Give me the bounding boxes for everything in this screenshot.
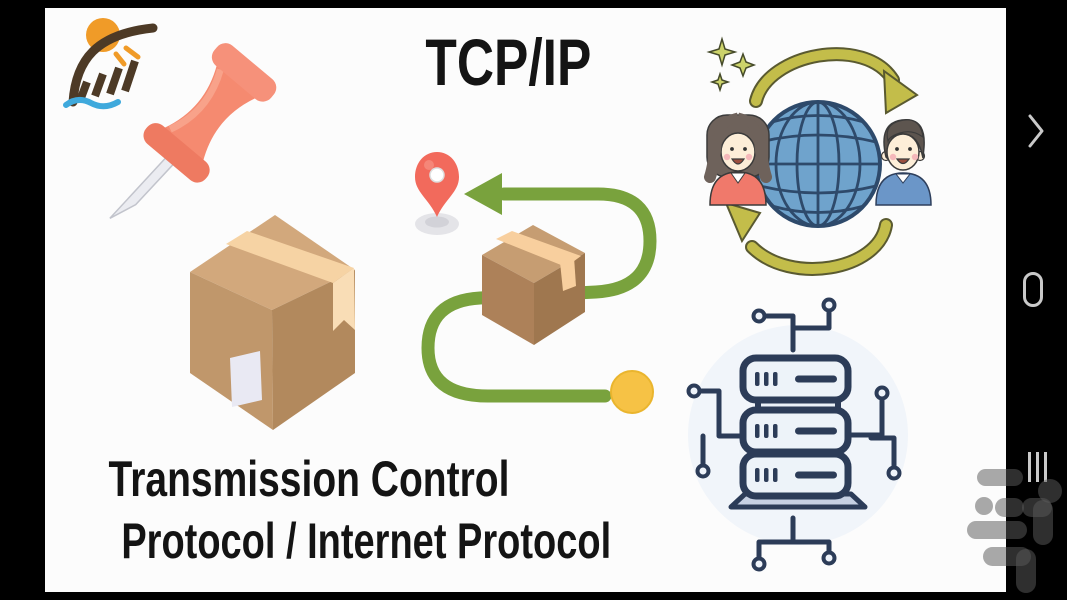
circuit-nodes xyxy=(686,297,902,572)
package-label xyxy=(230,351,262,407)
pushpin-needle xyxy=(109,154,177,219)
route-arrowhead xyxy=(464,173,502,215)
letterbox-top xyxy=(0,0,1067,8)
home-button-icon[interactable] xyxy=(1023,272,1043,307)
letterbox-left xyxy=(0,0,45,600)
server-network-icon xyxy=(686,297,908,572)
woman-avatar xyxy=(704,112,772,206)
channel-logo xyxy=(63,18,158,110)
forward-chevron-icon[interactable] xyxy=(1027,114,1045,148)
shore-bars xyxy=(77,59,139,100)
server-vents xyxy=(755,372,837,482)
pushpin-icon xyxy=(109,43,277,219)
wave-icon xyxy=(63,97,121,110)
cycle-arrows-icon xyxy=(724,47,919,276)
pushpin-body xyxy=(163,64,257,162)
start-dot xyxy=(610,370,654,414)
package-tape xyxy=(226,231,354,283)
title-text: TCP/IP xyxy=(425,25,591,99)
arch-stroke xyxy=(68,23,158,107)
location-pin-icon xyxy=(415,152,459,217)
globe-icon xyxy=(754,100,882,228)
package-small-icon xyxy=(482,225,585,345)
delivery-route-illustration xyxy=(415,152,657,414)
page-title: TCP/IP xyxy=(396,24,620,100)
recent-apps-icon[interactable] xyxy=(1028,452,1049,482)
sun-rays xyxy=(113,45,141,67)
caption-line-2: Protocol / Internet Protocol xyxy=(121,513,612,569)
circuit-traces xyxy=(691,302,897,563)
letterbox-bottom xyxy=(0,592,1067,600)
package-icon xyxy=(190,215,355,430)
man-avatar xyxy=(875,119,932,206)
caption-line-1: Transmission Control xyxy=(108,451,510,507)
sparkles-icon xyxy=(706,36,757,93)
people-globe-illustration xyxy=(704,36,932,276)
